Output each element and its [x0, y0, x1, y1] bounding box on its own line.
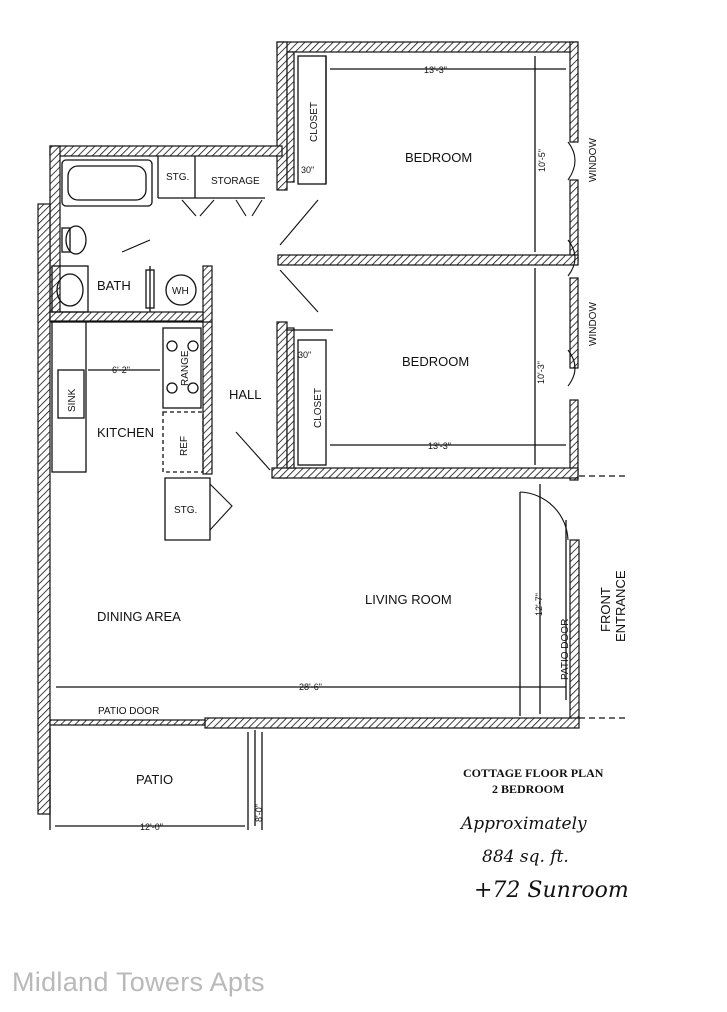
label-living-room: LIVING ROOM: [365, 592, 452, 607]
dim-overall-width: 28'-6": [299, 682, 322, 692]
label-patio: PATIO: [136, 772, 173, 787]
label-front-entrance-1: FRONT: [598, 587, 613, 632]
label-hall: HALL: [229, 387, 262, 402]
dim-bedroom-lower-depth: 10'-3": [536, 361, 546, 384]
label-dining-area: DINING AREA: [97, 609, 181, 624]
label-stg-storage: STG.: [166, 172, 189, 183]
label-closet-lower: CLOSET: [313, 388, 324, 428]
label-bedroom-lower: BEDROOM: [402, 354, 469, 369]
watermark: Midland Towers Apts: [12, 967, 265, 997]
label-window-upper: WINDOW: [588, 138, 599, 182]
note-square-feet: 884 sq. ft.: [482, 847, 569, 867]
label-stg-hall: STG.: [174, 505, 197, 516]
walls: [37, 41, 580, 815]
label-range: RANGE: [180, 350, 191, 386]
label-patio-door-side: PATIO DOOR: [560, 619, 571, 680]
label-bath: BATH: [97, 278, 131, 293]
label-bedroom-upper: BEDROOM: [405, 150, 472, 165]
dim-living-depth: 12'-7": [534, 593, 544, 616]
dim-bedroom-lower-width: 13'-3": [428, 441, 451, 451]
door-swings: [121, 141, 576, 541]
label-window-lower: WINDOW: [588, 302, 599, 346]
dim-bedroom-upper-width: 13'-3": [424, 65, 447, 75]
dim-patio-width: 12'-0": [140, 822, 163, 832]
label-front-entrance-2: ENTRANCE: [613, 570, 628, 642]
label-closet-upper: CLOSET: [309, 102, 320, 142]
label-storage: STORAGE: [211, 176, 260, 187]
dim-patio-depth: 8'-0": [254, 804, 264, 822]
dim-closet-upper: 30": [301, 165, 314, 175]
note-approximately: Approximately: [459, 814, 587, 834]
label-water-heater: WH: [172, 286, 189, 297]
caption-subtitle: 2 BEDROOM: [492, 782, 564, 796]
label-refrigerator: REF: [179, 436, 190, 456]
dim-kitchen-width: 6'-2": [112, 365, 130, 375]
label-sink: SINK: [67, 388, 78, 412]
dim-closet-lower: 30": [298, 350, 311, 360]
dim-bedroom-upper-depth: 10'-5": [537, 149, 547, 172]
label-kitchen: KITCHEN: [97, 425, 154, 440]
fixtures-lines: [49, 55, 628, 830]
note-sunroom: +72 Sunroom: [474, 878, 629, 903]
label-patio-door-bottom: PATIO DOOR: [98, 706, 159, 717]
caption-title: COTTAGE FLOOR PLAN: [463, 766, 604, 780]
